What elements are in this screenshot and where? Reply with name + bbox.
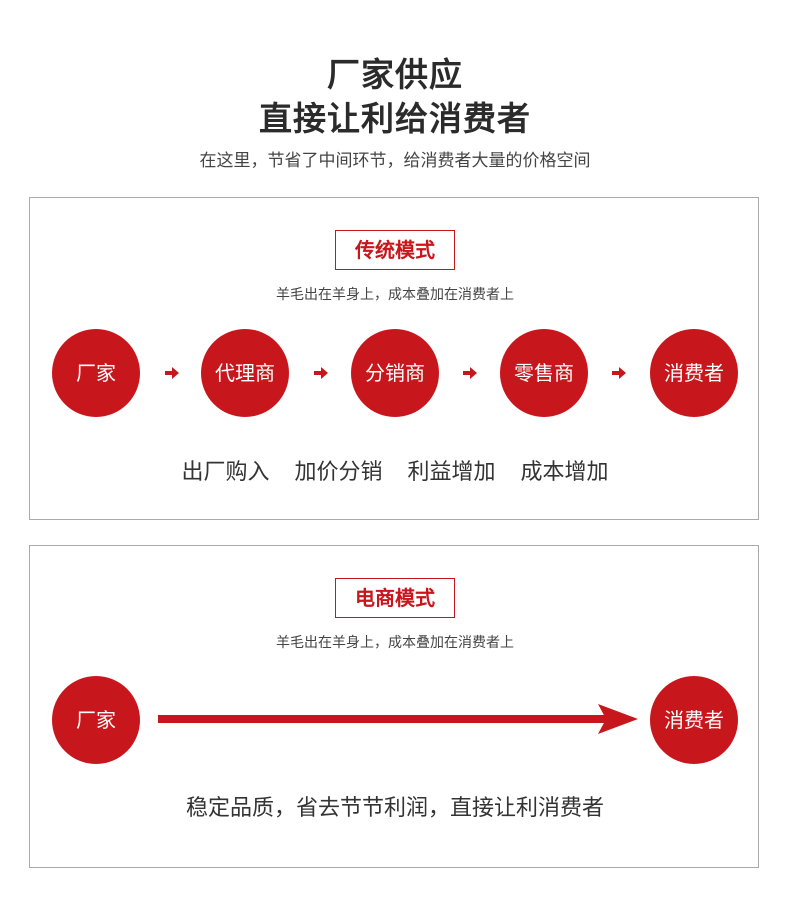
long-arrow-right-icon [158, 704, 638, 738]
effect-label: 加价分销 [294, 460, 383, 485]
traditional-model-tag: 传统模式 [335, 230, 455, 270]
arrow-right-icon [612, 366, 626, 380]
ecommerce-model-note: 羊毛出在羊身上，成本叠加在消费者上 [276, 635, 514, 651]
effect-label: 利益增加 [407, 460, 496, 485]
ecommerce-summary: 稳定品质，省去节节利润，直接让利消费者 [185, 796, 604, 821]
arrow-right-icon [314, 366, 328, 380]
step-circle-consumer: 消费者 [650, 329, 738, 417]
step-circle-manufacturer: 厂家 [52, 676, 140, 764]
arrow-right-icon [165, 366, 179, 380]
step-circle-manufacturer: 厂家 [52, 329, 140, 417]
page-title-line2: 直接让利给消费者 [259, 99, 531, 138]
ecommerce-model-tag: 电商模式 [335, 578, 455, 618]
step-circle-consumer: 消费者 [650, 676, 738, 764]
traditional-model-note: 羊毛出在羊身上，成本叠加在消费者上 [276, 287, 514, 303]
step-circle-retailer: 零售商 [500, 329, 588, 417]
traditional-effects: 出厂购入 加价分销 利益增加 成本增加 [30, 454, 760, 486]
effect-label: 出厂购入 [181, 460, 270, 485]
page-title-line1: 厂家供应 [327, 55, 463, 94]
step-circle-agent: 代理商 [201, 329, 289, 417]
ecommerce-model-panel: 电商模式 羊毛出在羊身上，成本叠加在消费者上 厂家 消费者 稳定品质，省去节节利… [29, 545, 759, 868]
effect-label: 成本增加 [520, 460, 609, 485]
step-circle-distributor: 分销商 [351, 329, 439, 417]
page-subtitle: 在这里，节省了中间环节，给消费者大量的价格空间 [199, 151, 591, 171]
arrow-right-icon [463, 366, 477, 380]
traditional-model-panel: 传统模式 羊毛出在羊身上，成本叠加在消费者上 厂家 代理商 分销商 零售商 消费… [29, 197, 759, 520]
